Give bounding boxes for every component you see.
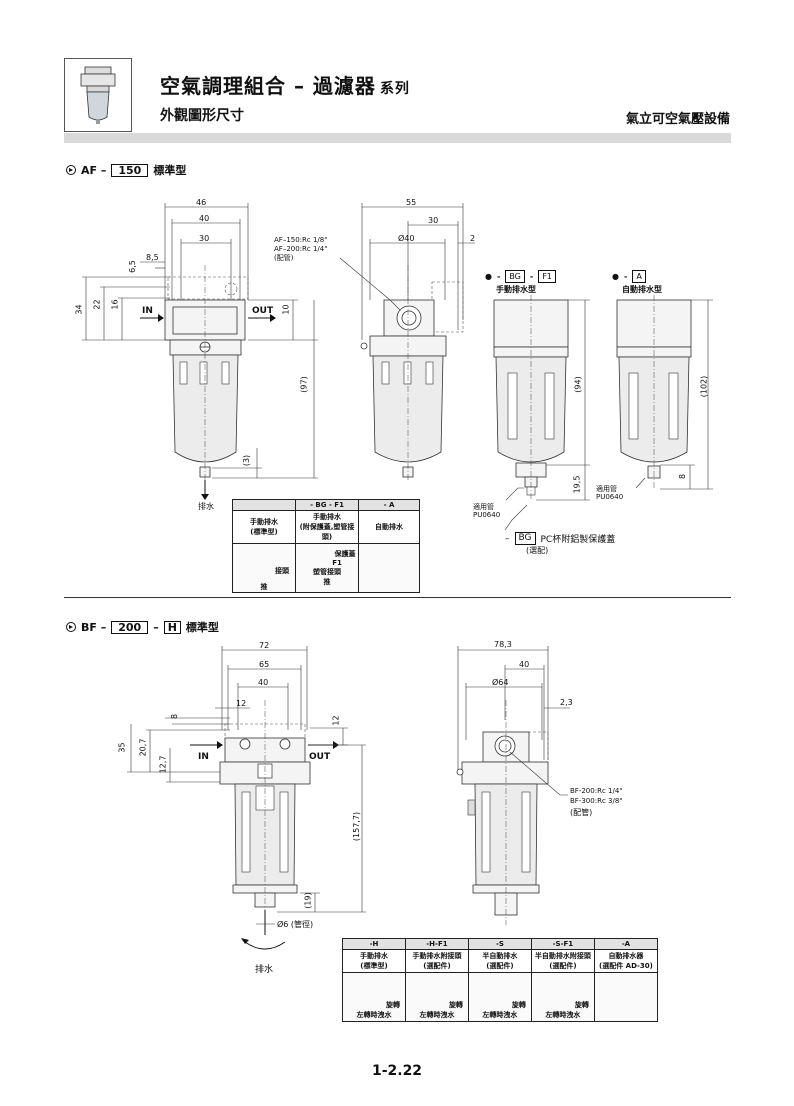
dim-12-7: 12,7 xyxy=(158,755,168,774)
dim-40-side-bf: 40 xyxy=(519,660,530,669)
dim-10: 10 xyxy=(281,304,291,315)
bf-drain-table: -H -H-F1 -S -S-F1 -A 手動排水 (標準型) 手動排水附接頭 … xyxy=(342,938,659,1022)
drain-picture-s: 旋轉左轉時洩水 xyxy=(467,972,532,1022)
model-code-box: 150 xyxy=(111,163,149,177)
af-side-view xyxy=(339,203,475,480)
dim-30-side: 30 xyxy=(428,216,439,225)
dim-19: (19) xyxy=(303,892,313,909)
dim-6-5: 6,5 xyxy=(127,260,137,273)
dim-22: 22 xyxy=(92,299,102,310)
model-suffix-box: H xyxy=(163,620,181,634)
dim-78-3: 78,3 xyxy=(494,640,512,649)
dim-94: (94) xyxy=(573,376,583,393)
arrow-circle-icon xyxy=(66,622,76,632)
section-divider xyxy=(64,597,731,598)
company-name: 氣立可空氣壓設備 xyxy=(625,112,730,127)
dim-3: (3) xyxy=(242,454,252,467)
bg-cover-note-sub: (選配) xyxy=(526,546,549,555)
drain-picture-s-f1: 旋轉左轉時洩水 xyxy=(530,972,595,1022)
dim-30: 30 xyxy=(199,234,210,243)
page-subtitle: 外觀圖形尺寸 xyxy=(160,108,244,124)
model-code-box: 200 xyxy=(111,620,149,634)
af-variant-a xyxy=(616,295,713,490)
drain-picture-h-f1: 旋轉左轉時洩水 xyxy=(404,972,469,1022)
variant-a-label: ●- A xyxy=(612,270,646,283)
dim-102: (102) xyxy=(699,375,709,398)
variant-a-caption: 自動排水型 xyxy=(622,285,662,294)
af-variant-bg-f1 xyxy=(493,295,590,531)
dim-12-top: 12 xyxy=(236,699,247,708)
dim-dia-64: Ø64 xyxy=(492,678,509,687)
dim-20-7: 20,7 xyxy=(138,738,148,757)
section-bf-heading: BF – 200 – H 標準型 xyxy=(66,619,219,635)
drain-label: 排水 xyxy=(198,502,214,511)
dim-dia-40: Ø40 xyxy=(398,234,415,243)
out-label: OUT xyxy=(252,306,274,316)
dim-8-5: 8,5 xyxy=(146,253,159,262)
dim-65: 65 xyxy=(259,660,270,669)
dim-97: (97) xyxy=(299,376,309,393)
drain-picture-manual: 接頭推 xyxy=(232,543,296,593)
port-note-bf: BF-200:Rc 1/4"BF-300:Rc 3/8"(配管) xyxy=(570,787,623,817)
dim-2: 2 xyxy=(470,234,476,243)
page-number: 1-2.22 xyxy=(371,1063,423,1079)
variant-bg-f1-label: ●- BG- F1 xyxy=(485,270,556,283)
dim-46: 46 xyxy=(196,198,207,207)
drain-picture-a xyxy=(593,972,659,1022)
bf-side-view xyxy=(456,646,570,925)
dim-16: 16 xyxy=(110,299,120,310)
page-title: 空氣調理組合 – 過濾器系列 xyxy=(160,74,410,98)
bg-cover-note: –BG PC杯附鋁製保護蓋 xyxy=(505,532,616,545)
af-drain-table: - BG - F1 - A 手動排水 (標準型) 手動排水 (附保護蓋,塑管接頭… xyxy=(232,499,420,593)
dim-19-5: 19,5 xyxy=(572,475,582,494)
dim-12-right: 12 xyxy=(331,715,341,726)
dim-8-bf: 8 xyxy=(170,713,180,720)
variant-bg-f1-caption: 手動排水型 xyxy=(496,285,536,294)
dim-40-bf: 40 xyxy=(258,678,269,687)
section-af-heading: AF – 150 標準型 xyxy=(66,162,186,178)
dim-55: 55 xyxy=(406,198,417,207)
header-band xyxy=(64,133,731,143)
drain-picture-auto xyxy=(358,543,420,593)
dim-8-a: 8 xyxy=(678,473,688,480)
arrow-circle-icon xyxy=(66,165,76,175)
drain-label-bf: 排水 xyxy=(255,965,274,975)
bf-front-view xyxy=(127,646,366,950)
out-label-bf: OUT xyxy=(309,752,331,762)
dim-dia-6: Ø6 (管徑) xyxy=(277,920,314,929)
in-label-bf: IN xyxy=(198,752,209,762)
dim-35: 35 xyxy=(117,742,127,753)
dim-157-7: (157,7) xyxy=(352,811,362,842)
filter-thumbnail-image xyxy=(80,66,116,124)
product-thumbnail xyxy=(64,58,132,132)
in-label: IN xyxy=(142,306,153,316)
dim-72: 72 xyxy=(259,641,270,650)
dim-2-3: 2,3 xyxy=(560,698,573,707)
dim-34: 34 xyxy=(74,304,84,315)
dim-40: 40 xyxy=(199,214,210,223)
drain-picture-h: 旋轉左轉時洩水 xyxy=(342,972,406,1022)
port-note: AF–150:Rc 1/8"AF–200:Rc 1/4"(配管) xyxy=(274,236,328,262)
af-front-view xyxy=(82,203,318,500)
